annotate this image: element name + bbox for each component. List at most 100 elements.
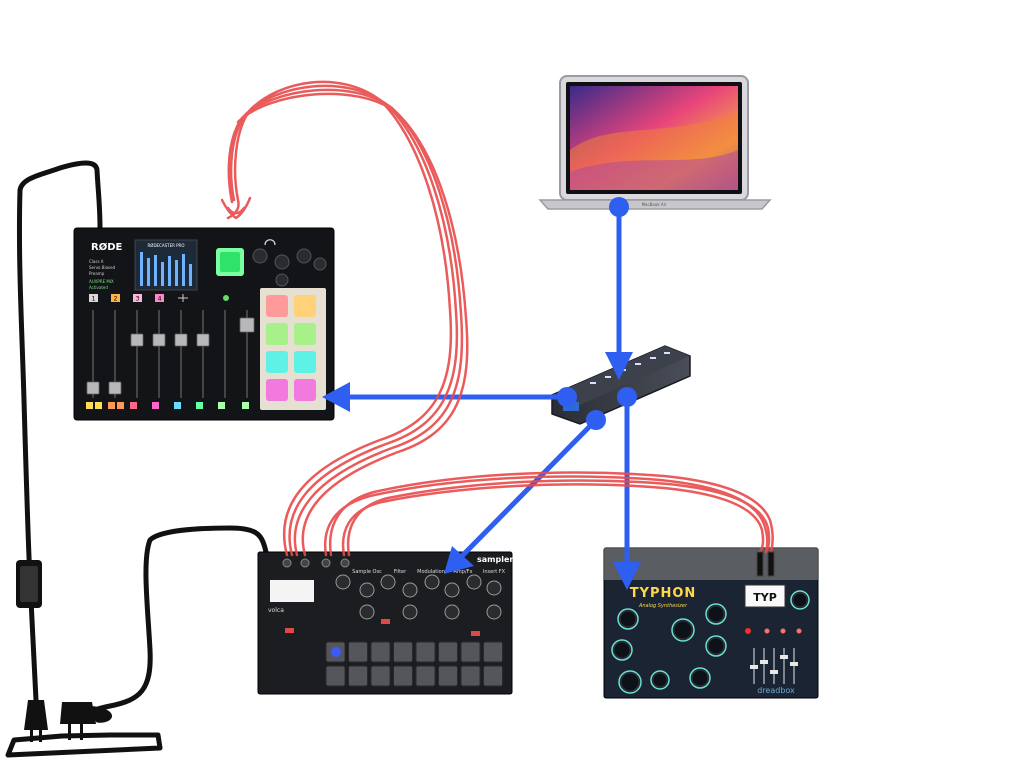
step-pad[interactable] [370, 665, 391, 687]
mute-button[interactable] [218, 402, 225, 409]
sound-pad[interactable] [294, 295, 316, 317]
step-pad[interactable] [483, 665, 503, 687]
mute-button[interactable] [242, 402, 249, 409]
audio-jack[interactable] [321, 558, 331, 568]
headphone-knob[interactable] [275, 273, 289, 287]
mute-button[interactable] [130, 402, 137, 409]
fader-handle[interactable] [239, 317, 255, 333]
mute-button[interactable] [196, 402, 203, 409]
laptop-badge: MacBook Air [642, 202, 667, 207]
synth-slider-caps [750, 655, 798, 674]
sampler-knob[interactable] [402, 582, 418, 598]
synth-display-text: TYP [753, 591, 777, 604]
sampler-knob[interactable] [402, 604, 418, 620]
mixer[interactable]: RØDE Class A Servo Biased Preamp AUXPRE … [73, 227, 335, 421]
sampler-knob[interactable] [335, 574, 351, 590]
mixer-screen-meters [140, 252, 192, 286]
function-button[interactable] [285, 628, 294, 633]
synth-knob[interactable] [673, 620, 693, 640]
sampler-knob[interactable] [444, 604, 460, 620]
step-pad[interactable] [393, 641, 413, 663]
sampler-knob[interactable] [486, 604, 502, 620]
sampler-knob[interactable] [424, 574, 440, 590]
sampler[interactable]: volca sampler Sample Osc Filter Modulati… [257, 551, 513, 695]
sampler-section-label: Sample Osc [352, 569, 382, 575]
sampler-knob[interactable] [359, 604, 375, 620]
step-pad[interactable] [415, 665, 436, 687]
synth[interactable]: TYPHON Analog Synthesizer dreadbox TYP [603, 547, 819, 699]
step-pad[interactable] [370, 641, 391, 663]
mixer-knobs [252, 248, 327, 287]
audio-jack[interactable] [282, 558, 292, 568]
headphone-knob[interactable] [296, 248, 312, 264]
sampler-knob[interactable] [486, 580, 502, 596]
step-pad[interactable] [348, 641, 368, 663]
fader-handle[interactable] [86, 381, 100, 395]
sound-pads [266, 295, 316, 401]
mute-button[interactable] [174, 402, 181, 409]
audio-plug[interactable] [767, 551, 775, 577]
slider-cap[interactable] [770, 670, 778, 674]
synth-knob[interactable] [652, 672, 668, 688]
fader-handle[interactable] [174, 333, 188, 347]
sound-pad[interactable] [266, 295, 288, 317]
faders [86, 317, 255, 395]
step-pad[interactable] [483, 641, 503, 663]
step-pad[interactable] [438, 641, 458, 663]
sampler-knob[interactable] [380, 574, 396, 590]
mute-button[interactable] [117, 402, 124, 409]
step-pad[interactable] [325, 665, 346, 687]
power-strip [5, 732, 163, 758]
slider-cap[interactable] [760, 660, 768, 664]
power-plug-icon [24, 700, 48, 742]
mute-button[interactable] [152, 402, 159, 409]
sampler-brand: volca [268, 607, 284, 614]
sampler-knob[interactable] [466, 574, 482, 590]
audio-jack[interactable] [340, 558, 350, 568]
sampler-knob[interactable] [359, 582, 375, 598]
mute-button[interactable] [108, 402, 115, 409]
synth-knob[interactable] [707, 605, 725, 623]
headphone-knob[interactable] [252, 248, 268, 264]
synth-knob[interactable] [691, 669, 709, 687]
mute-button[interactable] [95, 402, 102, 409]
fader-handle[interactable] [196, 333, 210, 347]
step-pad[interactable] [348, 665, 368, 687]
synth-name: TYPHON [630, 586, 697, 601]
sampler-knob[interactable] [444, 582, 460, 598]
synth-knob[interactable] [619, 610, 637, 628]
mixer-aux-line: Activated [89, 285, 108, 290]
slider-cap[interactable] [790, 662, 798, 666]
sound-pad[interactable] [266, 351, 288, 373]
function-button[interactable] [381, 619, 390, 624]
step-pad[interactable] [415, 641, 436, 663]
synth-knob[interactable] [792, 592, 808, 608]
step-pad[interactable] [438, 665, 458, 687]
audio-jack[interactable] [300, 558, 310, 568]
mixer-product: RØDECASTER PRO [148, 243, 185, 248]
laptop[interactable]: MacBook Air [538, 75, 772, 210]
headphone-knob[interactable] [313, 257, 327, 271]
sound-pad[interactable] [266, 323, 288, 345]
audio-plug[interactable] [756, 551, 764, 577]
fader-handle[interactable] [130, 333, 144, 347]
usb-link-hub-to-sampler [459, 417, 599, 559]
slider-cap[interactable] [750, 665, 758, 669]
synth-knobs [611, 590, 810, 694]
function-button[interactable] [471, 631, 480, 636]
sound-pad[interactable] [294, 379, 316, 401]
synth-knob[interactable] [707, 637, 725, 655]
step-pad[interactable] [393, 665, 413, 687]
fader-handle[interactable] [108, 381, 122, 395]
fader-handle[interactable] [152, 333, 166, 347]
synth-knob[interactable] [613, 641, 631, 659]
step-pad[interactable] [460, 665, 481, 687]
sound-pad[interactable] [294, 323, 316, 345]
mute-button[interactable] [86, 402, 93, 409]
sound-pad[interactable] [294, 351, 316, 373]
sound-pad[interactable] [266, 379, 288, 401]
step-pad[interactable] [460, 641, 481, 663]
slider-cap[interactable] [780, 655, 788, 659]
synth-knob[interactable] [620, 672, 640, 692]
headphone-knob[interactable] [274, 254, 290, 270]
